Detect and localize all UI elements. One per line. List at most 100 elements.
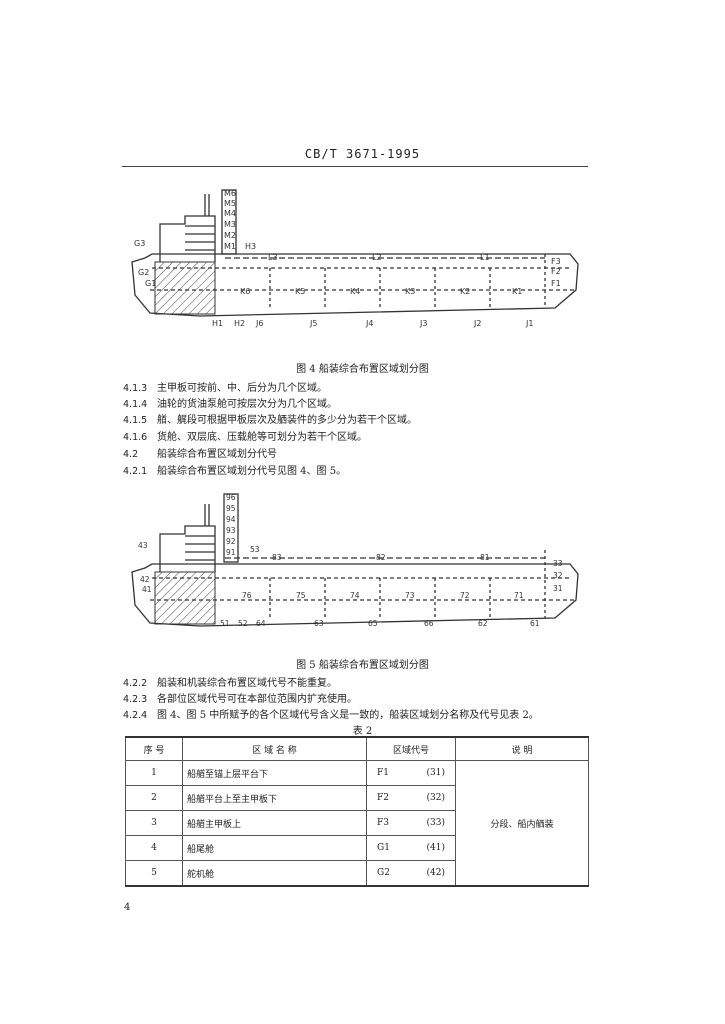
fig5-f-label: 32 — [553, 571, 563, 580]
figure-5-ship-diagram: 96 95 94 93 92 91 43 42 41 53 83 82 81 3… — [131, 493, 579, 628]
table-row: 2 船艏平台上至主甲板下 F2(32) — [125, 785, 589, 811]
table-row: 3 船艏主甲板上 F3(33) — [125, 810, 589, 836]
fig4-bottom-label: H2 — [234, 319, 245, 328]
row-name: 船艏至锚上层平台下 — [182, 760, 367, 786]
fig5-bottom-label: 51 — [220, 619, 230, 628]
fig4-m-label: M1 — [224, 242, 236, 251]
fig5-bottom-label: 64 — [256, 619, 266, 628]
fig5-m-label: 92 — [226, 537, 236, 546]
figure-5-caption: 图 5 船装综合布置区域划分图 — [296, 660, 429, 671]
header-no: 序 号 — [125, 736, 183, 761]
fig4-l-label: L2 — [372, 253, 382, 262]
row-name: 船艏主甲板上 — [182, 810, 367, 836]
fig4-f-label: F2 — [551, 267, 561, 276]
table-row: 4 船尾舱 G1(41) — [125, 835, 589, 861]
zone-code-table: 序 号 区 域 名 称 区域代号 说 明 1 船艏至锚上层平台下 F1(31) … — [125, 736, 589, 887]
fig5-m-label: 96 — [226, 493, 236, 502]
fig4-k-label: K1 — [512, 287, 522, 296]
fig4-bottom-label: J2 — [473, 319, 481, 328]
fig5-m-label: 95 — [226, 504, 236, 513]
fig5-g-label: 41 — [142, 585, 152, 594]
fig4-k-label: K5 — [295, 287, 305, 296]
fig4-m-label: M5 — [224, 199, 236, 208]
fig4-l-label: L1 — [480, 253, 490, 262]
fig4-g-label: G3 — [134, 239, 145, 248]
row-name: 船尾舱 — [182, 835, 367, 861]
row-no: 5 — [125, 860, 183, 887]
fig5-l-label: 81 — [480, 553, 490, 562]
row-code: F1(31) — [366, 760, 456, 786]
fig4-k-label: K2 — [460, 287, 470, 296]
fig4-k-label: K3 — [405, 287, 415, 296]
fig4-m-label: M3 — [224, 220, 236, 229]
page-number: 4 — [124, 902, 131, 913]
fig4-bottom-label: J1 — [525, 319, 533, 328]
row-note: 分段、船内舾装 — [455, 760, 589, 887]
fig5-k-label: 71 — [514, 591, 524, 600]
fig4-f-label: F3 — [551, 257, 561, 266]
row-code: G2(42) — [366, 860, 456, 887]
row-code: G1(41) — [366, 835, 456, 861]
fig5-f-label: 31 — [553, 584, 563, 593]
fig4-h-label: H3 — [245, 242, 256, 251]
fig5-k-label: 75 — [296, 591, 306, 600]
fig5-f-label: 33 — [553, 559, 563, 568]
document-header: CB/T 3671-1995 — [304, 147, 421, 161]
row-code: F3(33) — [366, 810, 456, 836]
fig4-bottom-label: J6 — [255, 319, 263, 328]
fig5-bottom-label: 61 — [530, 619, 540, 628]
fig5-bottom-label: 63 — [314, 619, 324, 628]
row-no: 1 — [125, 760, 183, 786]
fig5-bottom-label: 66 — [424, 619, 434, 628]
fig4-bottom-label: J5 — [309, 319, 317, 328]
fig5-m-label: 93 — [226, 526, 236, 535]
fig4-bottom-label: J4 — [365, 319, 373, 328]
row-no: 3 — [125, 810, 183, 836]
fig5-k-label: 76 — [242, 591, 252, 600]
fig4-bottom-label: J3 — [419, 319, 427, 328]
fig5-g-label: 42 — [140, 575, 150, 584]
fig4-bottom-label: H1 — [212, 319, 223, 328]
fig4-k-label: K4 — [350, 287, 360, 296]
header-name: 区 域 名 称 — [182, 736, 367, 761]
header-rule — [122, 166, 588, 167]
row-no: 2 — [125, 785, 183, 811]
row-name: 舵机舱 — [182, 860, 367, 887]
fig4-m-label: M2 — [224, 231, 236, 240]
table-header-row: 序 号 区 域 名 称 区域代号 说 明 — [125, 736, 589, 761]
fig5-l-label: 83 — [272, 553, 282, 562]
fig5-k-label: 72 — [460, 591, 470, 600]
fig4-k-label: K6 — [240, 287, 250, 296]
fig4-m-label: M4 — [224, 209, 236, 218]
fig5-h-label: 53 — [250, 545, 260, 554]
figure-4-caption: 图 4 船装综合布置区域划分图 — [296, 364, 429, 375]
header-code: 区域代号 — [366, 736, 456, 761]
fig5-bottom-label: 62 — [478, 619, 488, 628]
table-row: 5 舵机舱 G2(42) — [125, 860, 589, 887]
fig5-l-label: 82 — [376, 553, 386, 562]
fig4-g-label: G1 — [145, 279, 156, 288]
fig5-g-label: 43 — [138, 541, 148, 550]
fig5-m-label: 91 — [226, 548, 236, 557]
table-caption: 表 2 — [352, 726, 373, 737]
fig5-k-label: 73 — [405, 591, 415, 600]
row-no: 4 — [125, 835, 183, 861]
fig5-m-label: 94 — [226, 515, 236, 524]
fig5-bottom-label: 65 — [368, 619, 378, 628]
row-name: 船艏平台上至主甲板下 — [182, 785, 367, 811]
fig5-k-label: 74 — [350, 591, 360, 600]
fig4-m-label: M6 — [224, 189, 236, 198]
fig4-l-label: L3 — [268, 253, 278, 262]
row-code: F2(32) — [366, 785, 456, 811]
fig4-f-label: F1 — [551, 279, 561, 288]
fig4-g-label: G2 — [138, 268, 149, 277]
